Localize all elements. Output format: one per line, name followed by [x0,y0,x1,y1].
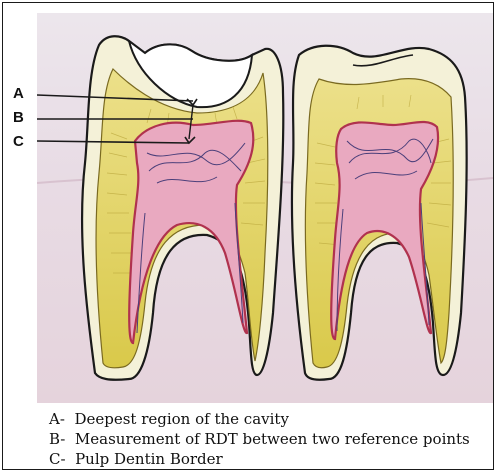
legend-item-b: B- Measurement of RDT between two refere… [49,429,470,449]
legend-text-a: Deepest region of the cavity [74,410,288,428]
callout-label-b: B [13,109,24,126]
figure-frame: A B C A- Deepest region of the cavity B-… [2,2,494,470]
legend-key-a: A- [49,410,65,428]
callout-label-a: A [13,85,24,102]
legend-key-b: B- [49,430,65,448]
legend-key-c: C- [49,450,66,468]
teeth-drawing [37,13,493,403]
legend-text-c: Pulp Dentin Border [75,450,223,468]
legend-item-c: C- Pulp Dentin Border [49,449,470,469]
legend: A- Deepest region of the cavity B- Measu… [49,409,470,469]
legend-item-a: A- Deepest region of the cavity [49,409,470,429]
legend-text-b: Measurement of RDT between two reference… [75,430,470,448]
molar-teeth-illustration [37,13,493,403]
callout-label-c: C [13,133,24,150]
